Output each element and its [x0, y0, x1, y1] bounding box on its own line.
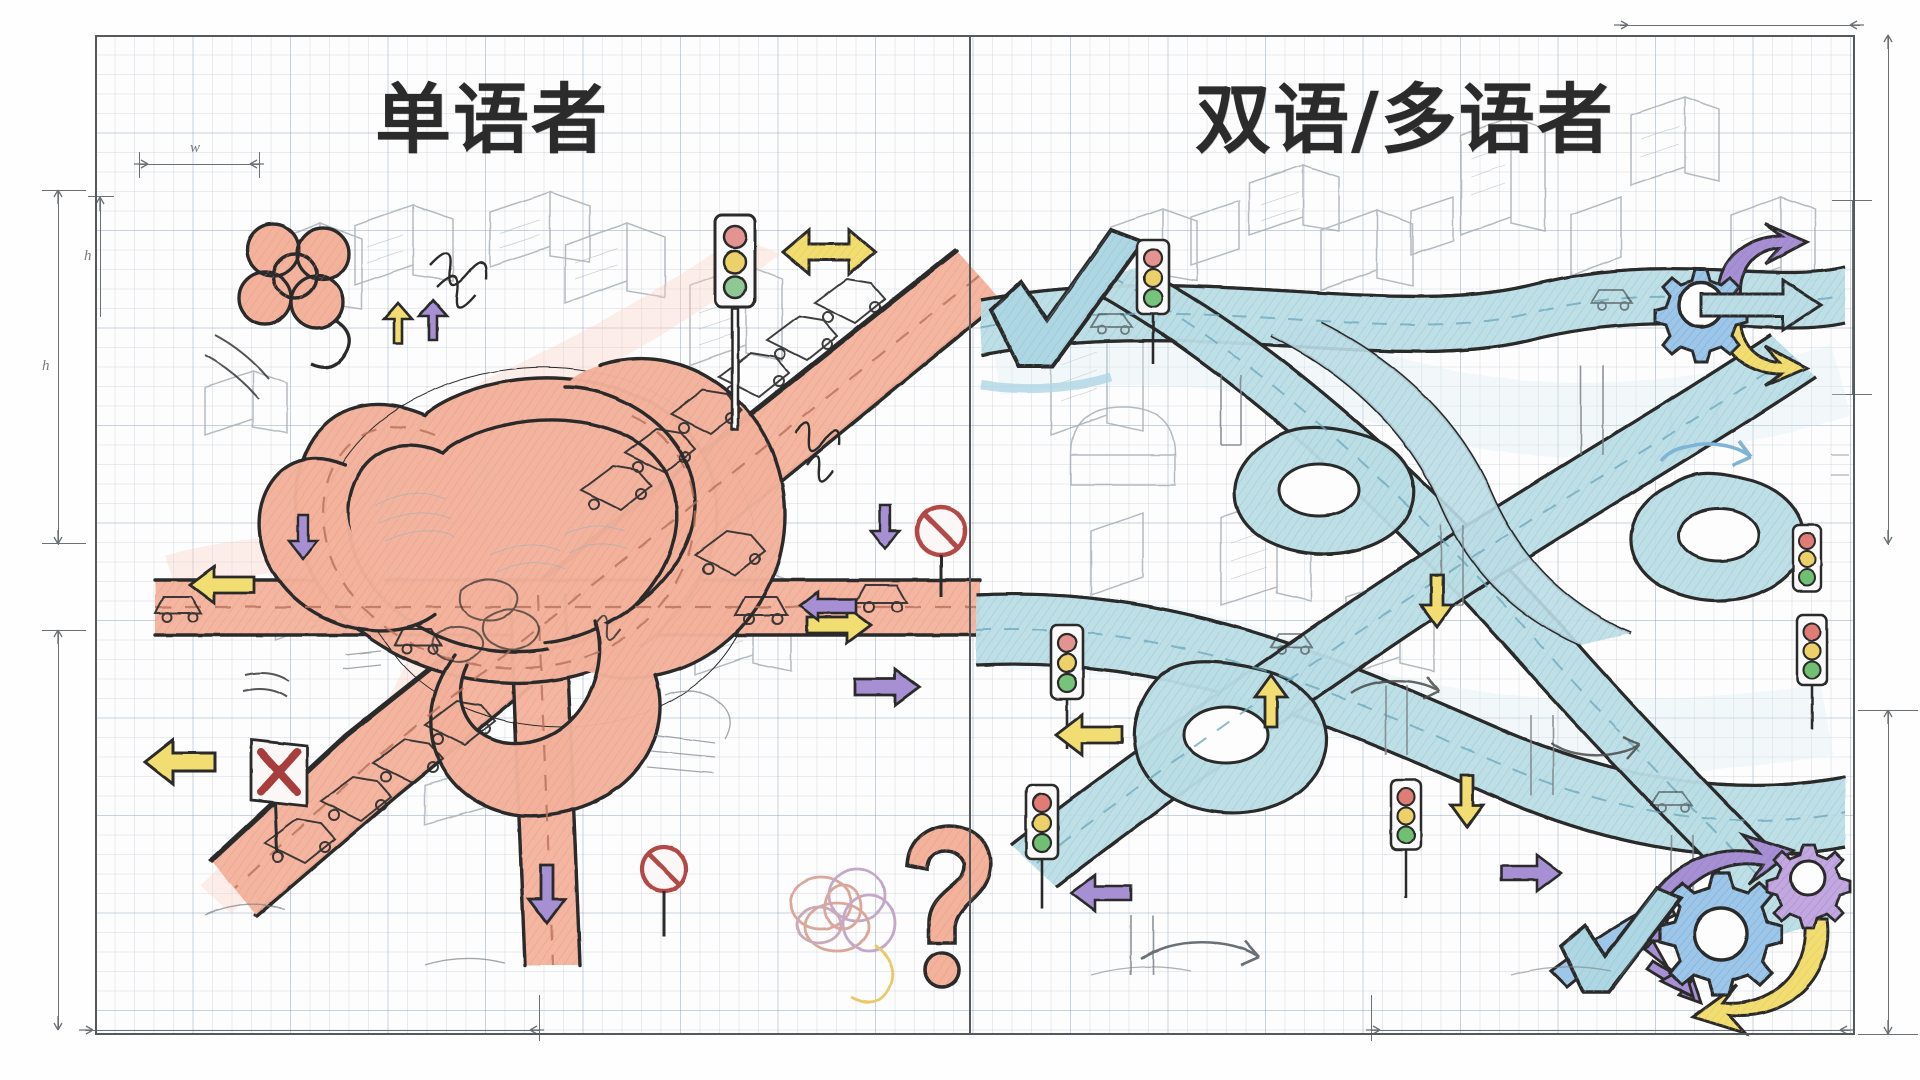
panel-title-bilingual: 双语/多语者 — [1195, 75, 1615, 164]
traffic-light-icon-2 — [1049, 623, 1085, 749]
bilingual-artwork — [975, 95, 1852, 1037]
arrow-down-yellow-icon-2 — [1448, 773, 1486, 830]
curve-arrow-blue-icon — [1659, 439, 1753, 467]
panel-title-monolingual: 单语者 — [375, 75, 609, 164]
checkmark-icon-2 — [1558, 885, 1684, 994]
traffic-light-icon — [1135, 238, 1171, 364]
arrow-right-purple-icon — [1499, 852, 1564, 894]
arrow-down-yellow-icon — [1418, 573, 1456, 630]
traffic-light-icon-4 — [1389, 778, 1423, 898]
arrow-left-purple-icon — [1068, 872, 1133, 914]
stress-squiggle-icon — [429, 251, 488, 309]
stress-squiggle-icon-2 — [794, 421, 841, 483]
curve-arrow-gray-icon-3 — [1550, 735, 1640, 760]
scribble-tangle-icon — [789, 867, 897, 1004]
red-x-sign-icon — [249, 738, 309, 853]
panel-divider — [969, 35, 972, 1035]
curve-arrow-gray-icon — [1140, 940, 1260, 967]
arrow-left-yellow-icon-2 — [142, 736, 217, 788]
arrow-left-yellow-icon — [1053, 712, 1124, 758]
tangle-knot-icon — [237, 222, 351, 369]
double-arrow-icon — [780, 226, 878, 278]
arrow-right-purple-icon — [853, 666, 922, 708]
arrow-down-purple-icon — [526, 863, 568, 926]
arrow-up-yellow-icon — [381, 301, 415, 345]
curve-arrow-gray-icon-2 — [1350, 676, 1440, 701]
traffic-light-icon-6 — [1791, 523, 1823, 593]
panel-monolingual — [95, 35, 1004, 1035]
arrow-left-purple-bar-icon — [797, 589, 858, 623]
dimension-label-h-inner: h — [84, 248, 92, 264]
no-entry-sign-icon — [914, 504, 968, 597]
checkmark-icon — [980, 227, 1147, 394]
arrow-left-yellow-icon — [187, 564, 256, 606]
arrow-down-purple-icon-2 — [868, 503, 902, 551]
traffic-light-icon — [713, 213, 757, 431]
traffic-light-icon-5 — [1795, 613, 1829, 729]
no-entry-sign-icon-2 — [639, 844, 689, 937]
dimension-label-h: h — [42, 358, 50, 374]
traffic-light-icon-3 — [1024, 783, 1060, 909]
arrow-left-purple-icon-2 — [286, 513, 320, 561]
monolingual-artwork — [142, 190, 1004, 1004]
panel-bilingual — [971, 35, 1855, 1037]
arrow-up-purple-icon — [416, 298, 450, 342]
dual-gear-cycle-icon — [1548, 831, 1852, 1037]
gear-switch-icon — [1653, 222, 1824, 388]
arrow-up-yellow-icon — [1252, 672, 1290, 729]
